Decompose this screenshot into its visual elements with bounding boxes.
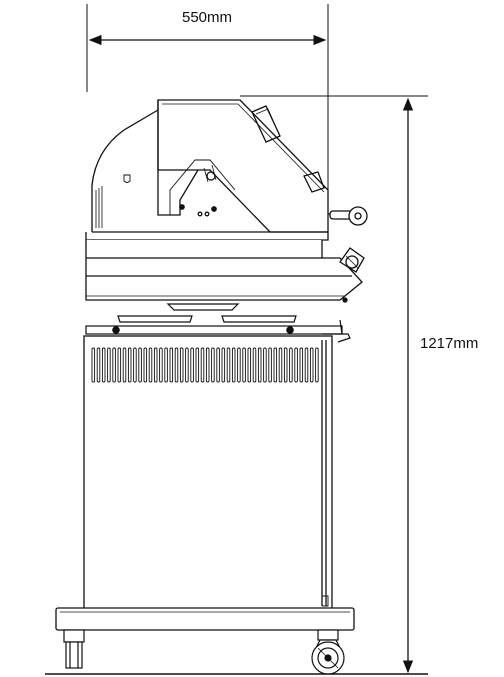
grill-hood xyxy=(85,99,368,241)
vent-slot xyxy=(252,347,257,383)
vent-slot xyxy=(242,347,246,383)
vent-slot xyxy=(231,347,236,383)
vent-slot xyxy=(247,347,252,383)
vent-slot xyxy=(179,347,184,383)
vent-slot xyxy=(268,347,272,383)
vent-slot xyxy=(289,347,293,383)
vent-slot xyxy=(211,347,215,383)
vent-slot xyxy=(294,347,298,383)
vent-slot xyxy=(205,347,210,383)
vent-slot xyxy=(278,347,283,383)
vent-slot xyxy=(257,347,262,383)
vent-slot xyxy=(96,347,101,383)
caster-wheel-icon xyxy=(311,629,345,675)
vent-slot xyxy=(174,347,179,383)
width-label: 550mm xyxy=(182,9,232,26)
fixed-leg xyxy=(63,629,85,669)
vent-slot xyxy=(185,347,189,383)
vent-slot xyxy=(273,347,278,383)
vent-slot xyxy=(117,347,122,383)
vent-slot xyxy=(216,347,220,383)
vent-slot xyxy=(226,347,231,383)
vent-slot xyxy=(195,347,200,383)
vent-slot xyxy=(133,347,137,383)
vent-slot xyxy=(164,347,168,383)
firebox xyxy=(85,240,365,303)
vent-slot xyxy=(304,347,309,383)
vent-slot xyxy=(315,347,319,383)
vent-slot xyxy=(299,347,304,383)
vent-slot xyxy=(101,347,106,383)
cart-base xyxy=(55,607,355,631)
vent-slot xyxy=(112,347,116,383)
height-dimension: 1217mm xyxy=(240,95,478,674)
vent-slot xyxy=(148,347,153,383)
vent-slot xyxy=(107,347,111,383)
vent-slot xyxy=(159,347,163,383)
vent-slot xyxy=(122,347,127,383)
vent-slot xyxy=(200,347,205,383)
vent-slot xyxy=(143,347,148,383)
vent-slot xyxy=(283,347,288,383)
vent-slot xyxy=(153,347,158,383)
vent-slot xyxy=(169,347,174,383)
vent-slot xyxy=(91,347,96,383)
vent-slot xyxy=(138,347,142,383)
vent-slot xyxy=(127,347,132,383)
vent-slot xyxy=(190,347,194,383)
cabinet-vent-slots xyxy=(91,347,319,383)
vent-slot xyxy=(237,347,241,383)
vent-slot xyxy=(309,347,314,383)
vent-slot xyxy=(221,347,226,383)
drip-tray xyxy=(85,303,351,343)
vent-slot xyxy=(263,347,267,383)
control-knob-icon xyxy=(339,247,365,273)
height-label: 1217mm xyxy=(420,335,478,352)
